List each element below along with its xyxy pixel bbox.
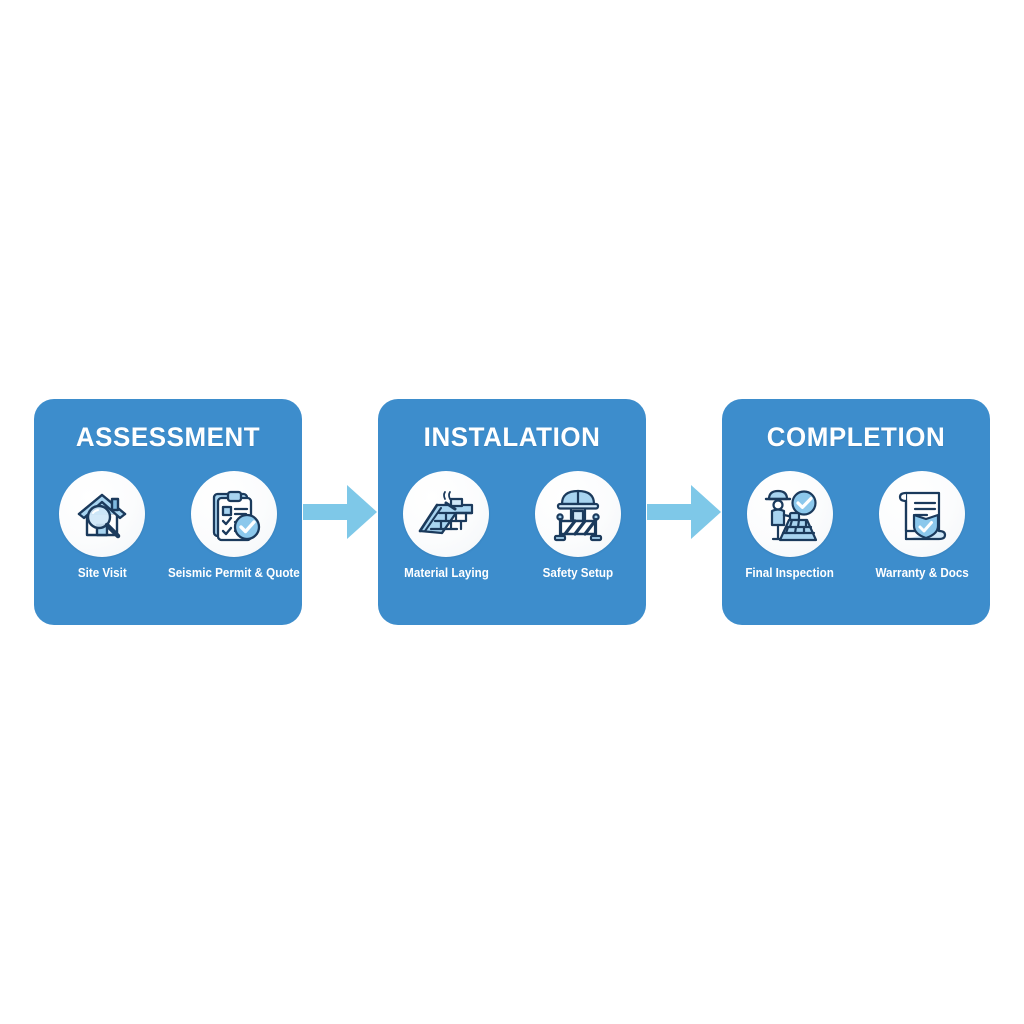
- stage-card-instalation[interactable]: INSTALATION: [378, 399, 646, 625]
- step-label: Safety Setup: [542, 566, 614, 580]
- stage-title: COMPLETION: [766, 422, 946, 452]
- icon-bubble: [191, 471, 277, 557]
- arrow-right-icon: [647, 481, 721, 543]
- flow-connector-1: [302, 474, 378, 550]
- step-seismic-permit-quote[interactable]: Seismic Permit & Quote: [168, 471, 300, 581]
- step-site-visit[interactable]: Site Visit: [50, 471, 154, 581]
- step-safety-setup[interactable]: Safety Setup: [526, 471, 630, 581]
- step-label: Seismic Permit & Quote: [168, 566, 300, 580]
- flow-connector-2: [646, 474, 722, 550]
- step-label: Site Visit: [77, 566, 127, 580]
- step-final-inspection[interactable]: Final Inspection: [738, 471, 842, 581]
- icon-bubble: [747, 471, 833, 557]
- icon-bubble: [403, 471, 489, 557]
- clipboard-check-icon: [203, 483, 265, 545]
- icon-bubble: [59, 471, 145, 557]
- arrow-right-icon: [303, 481, 377, 543]
- roof-shingles-icon: [415, 483, 477, 545]
- icon-bubble: [879, 471, 965, 557]
- hardhat-barricade-icon: [547, 483, 609, 545]
- stage-steps: Material Laying: [388, 471, 636, 581]
- step-label: Material Laying: [403, 566, 489, 580]
- step-warranty-docs[interactable]: Warranty & Docs: [870, 471, 974, 581]
- icon-bubble: [535, 471, 621, 557]
- flow-rail: ASSESSMENT: [32, 399, 992, 625]
- stage-card-completion[interactable]: COMPLETION: [722, 399, 990, 625]
- stage-steps: Site Visit: [44, 471, 300, 581]
- stage-steps: Final Inspection: [732, 471, 980, 581]
- step-label: Final Inspection: [745, 566, 835, 580]
- step-label: Warranty & Docs: [875, 566, 969, 580]
- stage-card-assessment[interactable]: ASSESSMENT: [34, 399, 302, 625]
- stage-title: ASSESSMENT: [75, 422, 261, 452]
- inspector-check-icon: [759, 483, 821, 545]
- step-material-laying[interactable]: Material Laying: [394, 471, 498, 581]
- house-magnifier-icon: [71, 483, 133, 545]
- stage-title: INSTALATION: [423, 422, 601, 452]
- scroll-shield-icon: [891, 483, 953, 545]
